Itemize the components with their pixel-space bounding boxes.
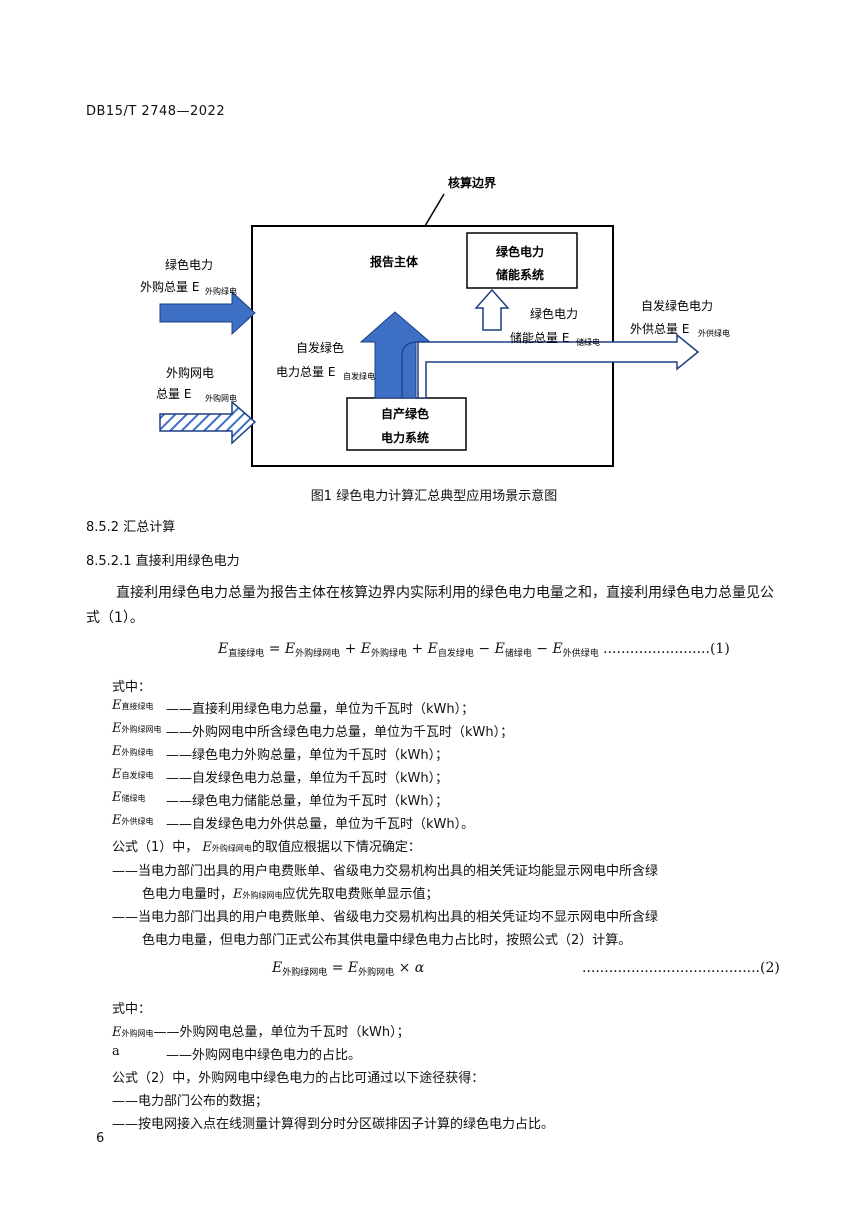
storage-label-line1: 绿色电力 xyxy=(530,306,578,321)
formula-2: E外购绿网电 = E外购网电 × α xyxy=(272,960,425,978)
storage-system-box xyxy=(466,232,578,289)
storage-arrow xyxy=(474,288,510,331)
storage-label-sub: 储绿电 xyxy=(576,337,600,347)
paragraph-definition: 直接利用绿色电力总量为报告主体在核算边界内实际利用的绿色电力电量之和，直接利用绿… xyxy=(86,585,774,626)
subsection-heading: 8.5.2.1 直接利用绿色电力 xyxy=(86,554,240,569)
formula-1: E直接绿电 = E外购绿网电 + E外购绿电 + E自发绿电 − E储绿电 − … xyxy=(218,641,730,659)
tail-item-2: ——按电网接入点在线测量计算得到分时分区碳排因子计算的绿色电力占比。 xyxy=(112,1117,555,1132)
formula-1-dots: ........................ xyxy=(603,641,710,657)
out-label-sub: 外供绿电 xyxy=(698,328,730,338)
rule-item-2-line-2: 色电力电量，但电力部门正式公布其供电量中绿色电力占比时，按照公式（2）计算。 xyxy=(142,933,632,948)
reporter-label: 报告主体 xyxy=(370,254,419,269)
external-supply-arrow xyxy=(417,333,700,399)
self-label-sub: 自发绿电 xyxy=(343,371,375,381)
boundary-pointer xyxy=(424,193,445,227)
storage-box-line2: 储能系统 xyxy=(496,267,544,282)
selfgen-box-line1: 自产绿色 xyxy=(381,406,429,421)
section-heading: 8.5.2 汇总计算 xyxy=(86,520,176,535)
where-label-1: 式中： xyxy=(112,680,152,695)
where2-row-1: E外购网电——外购网电总量，单位为千瓦时（kWh）； xyxy=(112,1025,410,1040)
where-row: E外购绿电——绿色电力外购总量，单位为千瓦时（kWh）； xyxy=(112,744,449,763)
self-label-line2: 电力总量 E xyxy=(276,365,335,379)
in-green-line2: 外购总量 E xyxy=(140,279,199,294)
page-number: 6 xyxy=(96,1131,105,1146)
rule-intro: 公式（1）中， E外购绿网电的取值应根据以下情况确定： xyxy=(112,840,421,855)
self-supply-connector xyxy=(401,341,419,398)
selfgen-box-line2: 电力系统 xyxy=(381,430,429,445)
green-purchase-arrow xyxy=(159,290,256,336)
rule-item-1-line-2: 色电力电量时，E外购绿网电应优先取电费账单显示值； xyxy=(142,887,439,902)
figure-caption: 图1 绿色电力计算汇总典型应用场景示意图 xyxy=(310,489,558,504)
where-row: E直接绿电——直接利用绿色电力总量，单位为千瓦时（kWh）； xyxy=(112,698,475,717)
boundary-label: 核算边界 xyxy=(448,175,496,190)
tail-intro: 公式（2）中，外购网电中绿色电力的占比可通过以下途径获得： xyxy=(112,1071,485,1086)
where-row: E储绿电——绿色电力储能总量，单位为千瓦时（kWh）； xyxy=(112,790,449,809)
where-row: E自发绿电——自发绿色电力总量，单位为千瓦时（kWh）； xyxy=(112,767,449,786)
self-label-line1: 自发绿色 xyxy=(296,340,344,355)
in-grid-line2: 总量 E xyxy=(156,387,191,401)
rule-item-2-line-1: ——当电力部门出具的用户电费账单、省级电力交易机构出具的相关凭证均不显示网电中所… xyxy=(112,910,659,925)
boundary-diagram: 核算边界 报告主体 绿色电力 储能系统 自产绿色 电力系统 绿色电力 外购总量 … xyxy=(140,175,730,467)
in-green-line1: 绿色电力 xyxy=(165,257,213,272)
self-generation-arrow xyxy=(359,311,432,399)
in-grid-sub: 外购网电 xyxy=(205,393,237,403)
formula-2-number: ........................................… xyxy=(582,960,780,976)
rule-item-1-line-1: ——当电力部门出具的用户电费账单、省级电力交易机构出具的相关凭证均能显示网电中所… xyxy=(112,864,659,879)
where-row: E外供绿电——自发绿色电力外供总量，单位为千瓦时（kWh）。 xyxy=(112,813,475,832)
tail-item-1: ——电力部门公布的数据； xyxy=(112,1094,269,1109)
storage-box-line1: 绿色电力 xyxy=(496,244,544,259)
grid-purchase-arrow xyxy=(159,400,257,445)
standard-number: DB15/T 2748—2022 xyxy=(86,104,226,119)
out-label-line1: 自发绿色电力 xyxy=(641,298,713,313)
out-label-line2: 外供总量 E xyxy=(630,322,689,336)
where2-row-2: a——外购网电中绿色电力的占比。 xyxy=(112,1044,362,1063)
formula-1-number: (1) xyxy=(709,641,730,657)
storage-label-line2: 储能总量 E xyxy=(510,330,569,345)
where-label-2: 式中： xyxy=(112,1002,152,1017)
where-row: E外购绿网电——外购网电中所含绿色电力总量，单位为千瓦时（kWh）； xyxy=(112,721,514,740)
in-green-sub: 外购绿电 xyxy=(205,286,237,296)
in-grid-line1: 外购网电 xyxy=(166,365,214,380)
